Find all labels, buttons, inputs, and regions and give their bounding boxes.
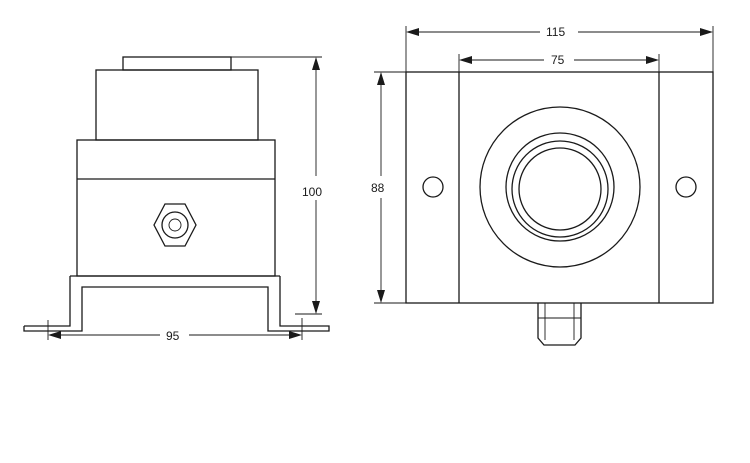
- dim-88-arrow-bottom: [377, 290, 385, 303]
- bottom-fitting: [537, 303, 582, 346]
- dim-115-arrow-left: [406, 28, 419, 36]
- dim-100-arrow-top: [312, 57, 320, 70]
- dim-100-arrow-bottom: [312, 301, 320, 314]
- dim-75-label: 75: [551, 53, 565, 67]
- main-housing: [76, 139, 276, 277]
- dim-115-label: 115: [546, 25, 565, 39]
- dim-95-label: 95: [166, 329, 180, 343]
- front-view: 115 75 88: [371, 25, 714, 346]
- middle-ring: [505, 132, 615, 242]
- mount-hole-right: [675, 176, 697, 198]
- hex-nut-bore: [161, 211, 189, 239]
- top-cap: [122, 56, 232, 71]
- side-view: 100 95: [23, 56, 330, 343]
- dim-88-label: 88: [371, 181, 385, 195]
- outer-plate: [405, 71, 714, 304]
- mount-hole-left: [422, 176, 444, 198]
- upper-body: [95, 69, 259, 141]
- dim-115-arrow-right: [700, 28, 713, 36]
- dim-95-arrow-right: [289, 331, 302, 339]
- hex-nut-hole: [168, 218, 182, 232]
- hex-nut: [153, 203, 197, 247]
- dim-95-arrow-left: [48, 331, 61, 339]
- dim-75-arrow-right: [646, 56, 659, 64]
- dim-75-arrow-left: [459, 56, 472, 64]
- outer-ring: [479, 106, 641, 268]
- inner-ring-a: [511, 140, 609, 238]
- dim-88-arrow-top: [377, 72, 385, 85]
- mounting-bracket: [23, 276, 330, 332]
- dim-100-label: 100: [302, 185, 322, 199]
- inner-ring-b: [518, 147, 602, 231]
